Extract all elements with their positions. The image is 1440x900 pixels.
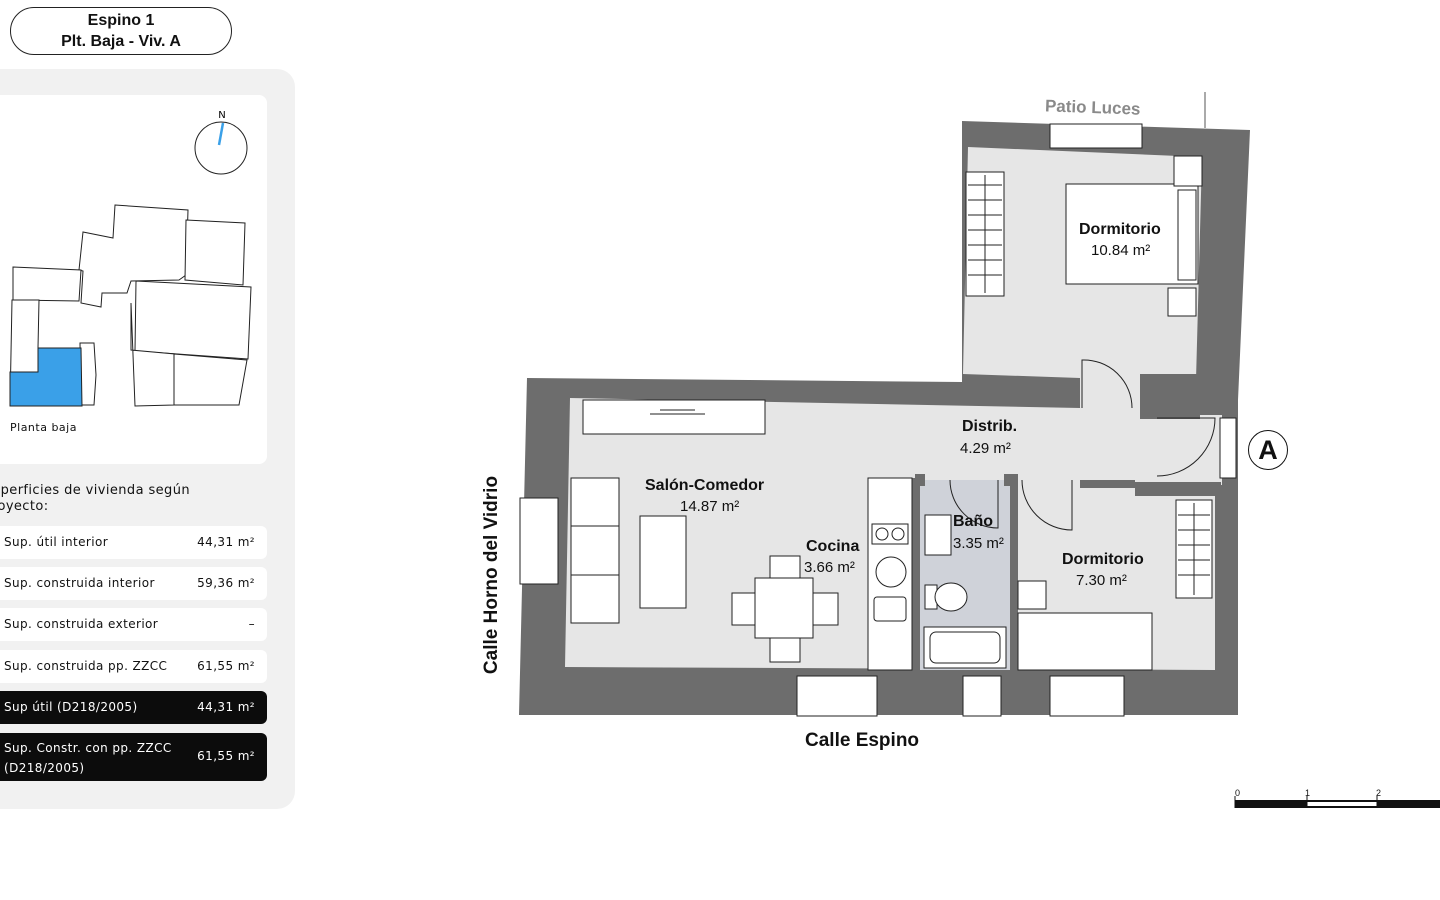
north-label: N	[218, 110, 225, 121]
windows	[519, 123, 1237, 717]
room-area-bedroom-1: 10.84 m²	[1091, 242, 1151, 259]
scale-bar	[1234, 796, 1440, 808]
sofa	[570, 477, 620, 624]
wardrobe-hangers	[650, 175, 1210, 595]
scale-tick-1: 1	[1305, 788, 1311, 798]
locator-map-card: N Planta baja	[0, 95, 267, 464]
room-area-living: 14.87 m²	[680, 498, 740, 515]
room-name-bedroom-2: Dormitorio	[1062, 551, 1144, 568]
compass-needle	[217, 122, 225, 146]
single-bed	[1017, 612, 1153, 671]
building-name: Espino 1	[87, 12, 155, 29]
floor-area	[565, 147, 1222, 670]
surface-row-useful-decree: Sup útil (D218/2005)44,31 m²	[0, 691, 267, 724]
room-name-living: Salón-Comedor	[645, 477, 765, 494]
surfaces-heading: uperficies de vivienda según royecto:	[0, 483, 190, 514]
street-label-bottom: Calle Espino	[805, 730, 920, 751]
floor-plan	[519, 92, 1250, 717]
locator-caption: Planta baja	[10, 421, 77, 434]
surface-row-built-decree: Sup. Constr. con pp. ZZCC(D218/2005) 61,…	[0, 733, 267, 781]
room-area-kitchen: 3.66 m²	[804, 559, 855, 576]
compass: N	[194, 110, 248, 175]
unit-title-badge: Espino 1 Plt. Baja - Viv. A	[10, 7, 232, 55]
dining-table	[754, 577, 814, 639]
coffee-table	[639, 515, 687, 609]
room-area-bathroom: 3.35 m²	[953, 535, 1004, 552]
street-label-left: Calle Horno del Vidrio	[481, 475, 502, 675]
unit-highlight	[9, 347, 83, 407]
furniture	[570, 155, 1203, 671]
scale-tick-0: 0	[1235, 788, 1241, 798]
double-bed	[1065, 183, 1199, 285]
room-area-hall: 4.29 m²	[960, 440, 1011, 457]
scale-tick-2: 2	[1376, 788, 1382, 798]
patio-label: Patio Luces	[1044, 96, 1141, 119]
room-name-hall: Distrib.	[962, 418, 1018, 435]
surface-row-built-exterior: Sup. construida exterior–	[0, 608, 267, 641]
unit-name: Plt. Baja - Viv. A	[61, 33, 181, 50]
access-marker: A	[1248, 430, 1288, 470]
room-name-bathroom: Baño	[953, 513, 993, 530]
locator-map: N	[9, 110, 252, 407]
room-area-bedroom-2: 7.30 m²	[1076, 572, 1127, 589]
interior-walls	[912, 374, 1221, 670]
room-name-bedroom-1: Dormitorio	[1079, 221, 1161, 238]
room-name-kitchen: Cocina	[806, 538, 860, 555]
doors	[949, 359, 1216, 531]
